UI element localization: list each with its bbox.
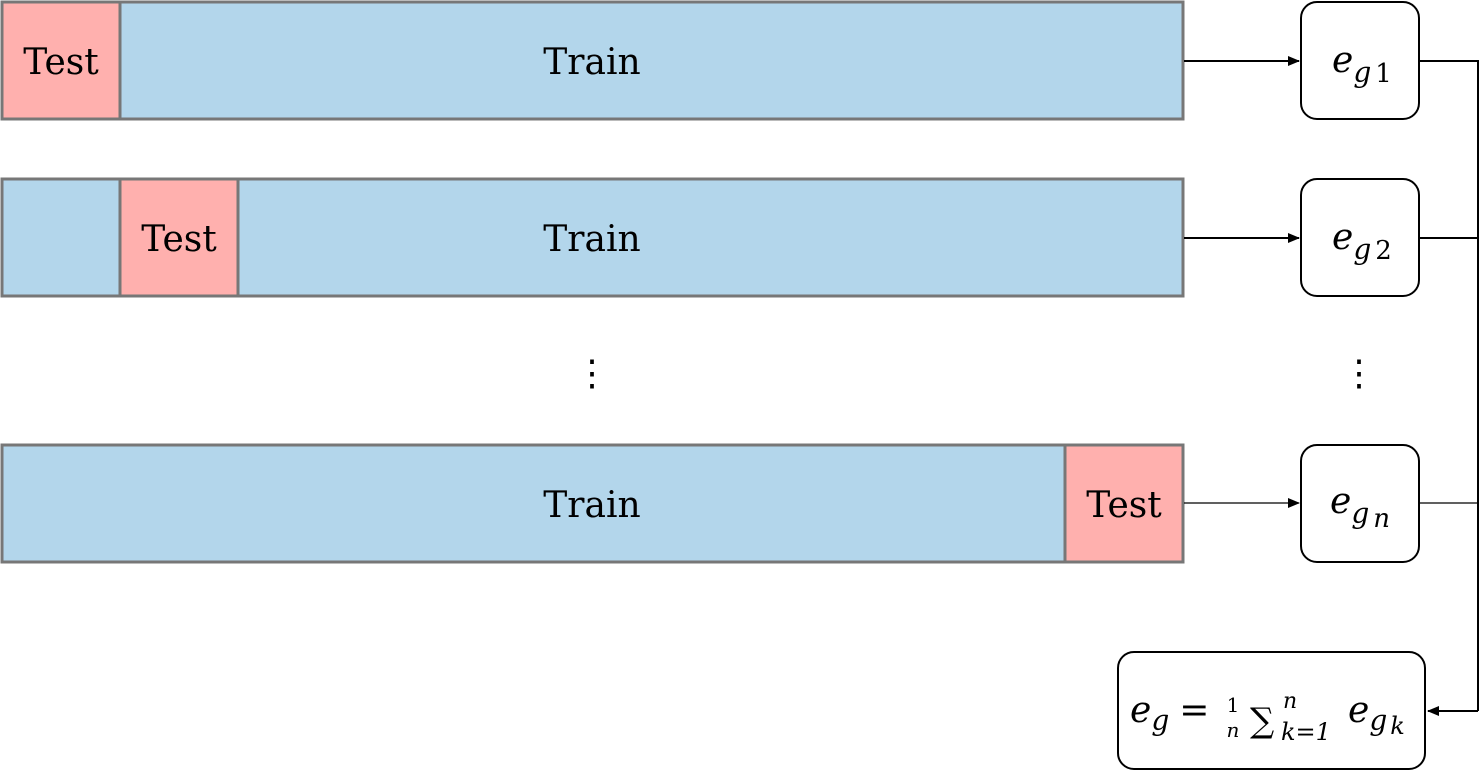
svg-text:egn: egn	[1330, 481, 1390, 534]
train-label: Train	[543, 219, 640, 260]
svg-text:k=1: k=1	[1281, 718, 1331, 746]
test-label: Test	[23, 42, 99, 83]
svg-text:egk: egk	[1348, 690, 1405, 740]
test-label: Test	[141, 219, 217, 260]
test-segment	[0, 0, 122, 121]
ellipsis: ⋮	[574, 353, 610, 394]
ellipsis: ⋮	[1341, 353, 1377, 394]
train-segment	[0, 0, 1185, 121]
test-label: Test	[1086, 485, 1162, 526]
test-segment	[118, 177, 240, 298]
train-label: Train	[543, 42, 640, 83]
svg-text:eg2: eg2	[1332, 217, 1392, 266]
svg-text:eg=: eg=	[1130, 690, 1209, 737]
svg-text:1: 1	[1227, 693, 1240, 717]
fold-1: Test Train	[0, 0, 1185, 121]
svg-text:eg1: eg1	[1332, 40, 1392, 89]
test-segment	[1063, 443, 1185, 564]
fold-n: Test Train	[0, 443, 1185, 564]
svg-text:n: n	[1227, 718, 1240, 742]
svg-text:n: n	[1283, 689, 1297, 714]
train-label: Train	[543, 485, 640, 526]
fold-2: Test Train	[0, 177, 1185, 298]
train-segment	[0, 443, 1185, 564]
svg-text:∑: ∑	[1250, 701, 1274, 741]
collector-line	[1420, 60, 1479, 711]
